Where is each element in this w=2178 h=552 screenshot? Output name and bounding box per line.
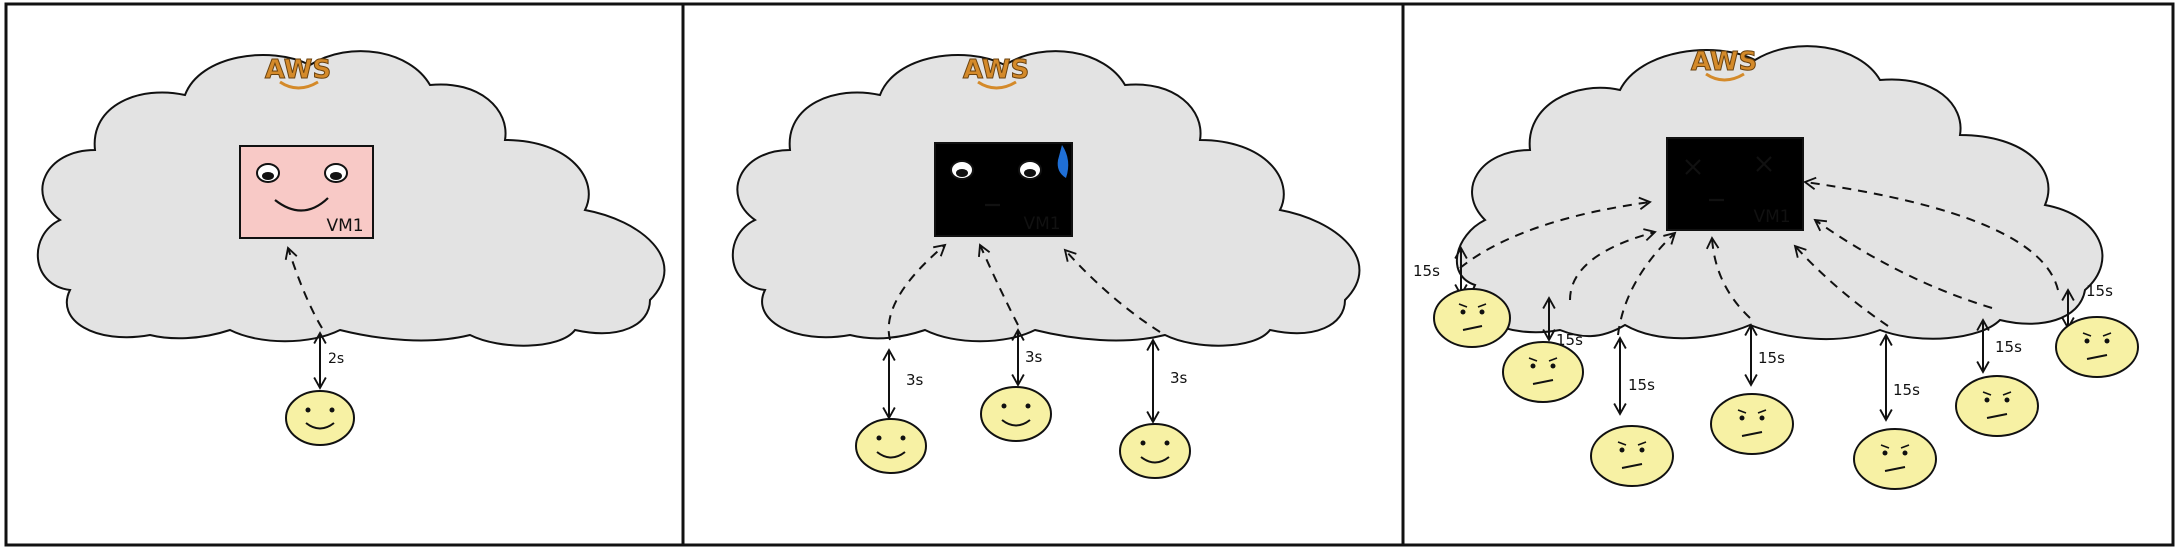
eye-icon [256,163,280,183]
vm-label: VM1 [1023,214,1060,234]
user-face-unhappy [2055,316,2139,378]
user-face-happy [855,418,927,474]
user-face-unhappy [1590,425,1674,487]
latency-label: 3s [1025,348,1043,366]
eye-icon [1018,160,1042,180]
aws-logo: AWS [264,55,332,90]
latency-label: 3s [906,371,924,389]
aws-smile-icon [977,80,1017,90]
panel-1: AWS VM1 2s [36,50,666,446]
user-face-unhappy [1955,375,2039,437]
x-eye-icon [1756,156,1772,172]
aws-logo-text: AWS [1691,47,1757,77]
user-face-unhappy [1502,341,1584,403]
aws-logo-text: AWS [265,55,331,85]
latency-label: 15s [1893,381,1920,399]
eye-icon [950,160,974,180]
vm-label: VM1 [326,216,363,236]
request-arrow [1813,218,1993,309]
user-face-unhappy [1433,288,1511,348]
latency-label: 2s [328,351,344,367]
smile-mouth-icon [274,197,329,212]
vm-rect [239,145,374,239]
latency-label: 15s [1413,262,1440,280]
request-arrow [1569,228,1657,301]
request-arrow [1803,176,2059,291]
aws-logo: AWS [962,55,1030,90]
request-arrow [1459,196,1652,269]
outer-frame [4,2,2175,547]
eye-icon [324,163,348,183]
sweat-drop-icon [1057,145,1069,178]
latency-label: 15s [2086,282,2113,300]
user-face-happy [285,390,355,446]
latency-label: 15s [1995,338,2022,356]
user-face-happy [1119,423,1191,479]
request-arrow [887,243,947,341]
user-face-unhappy [1853,428,1937,490]
user-face-unhappy [1710,393,1794,455]
vm-rect [934,142,1073,237]
request-arrow [284,246,323,329]
latency-label: 15s [1758,349,1785,367]
vm-box: VM1 [934,142,1073,237]
vm-box: VM1 [239,145,374,239]
latency-label: 15s [1556,331,1583,349]
panel-2: AWS VM1 3s 3s 3s [731,50,1361,479]
aws-logo: AWS [1690,47,1758,82]
panel-3: AWS VM1 15s 15s 15 [1413,45,2139,490]
latency-label: 15s [1628,376,1655,394]
request-arrow [1706,236,1751,319]
request-arrow [1617,231,1677,336]
vm-rect [1666,137,1804,231]
request-arrow [978,243,1019,326]
aws-smile-icon [279,80,319,90]
vm-box: VM1 [1666,137,1804,231]
user-face-happy [980,386,1052,442]
aws-logo-text: AWS [963,55,1029,85]
vm-label: VM1 [1753,207,1790,227]
latency-label: 3s [1170,369,1188,387]
aws-smile-icon [1705,72,1745,82]
x-eye-icon [1685,159,1701,175]
